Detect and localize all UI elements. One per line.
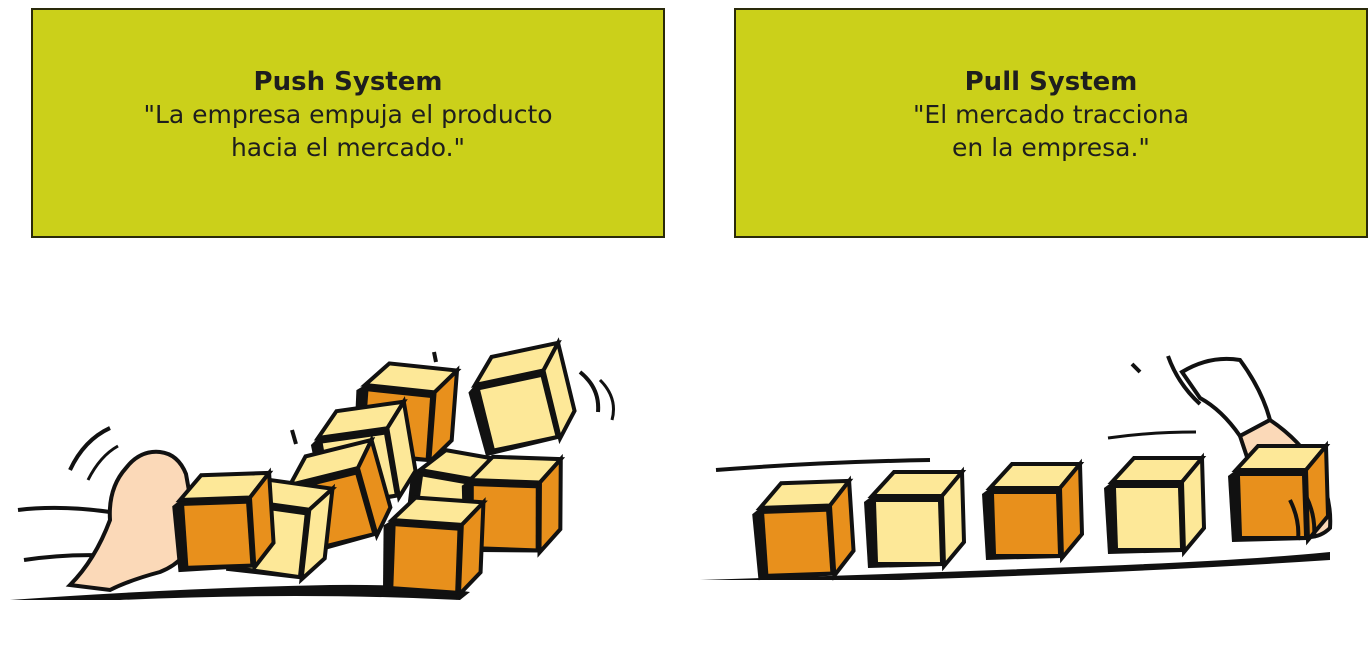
motion-line	[598, 378, 615, 421]
push-illustration	[10, 340, 615, 601]
cube	[980, 462, 1084, 562]
pull-system-box: Pull System "El mercado tracciona en la …	[734, 8, 1368, 238]
motion-line	[1107, 430, 1197, 440]
finger-lines	[1288, 495, 1317, 541]
motion-line	[68, 426, 111, 471]
cube	[751, 481, 854, 580]
motion-line	[578, 370, 601, 413]
pull-illustration	[700, 355, 1333, 580]
motion-line	[432, 351, 438, 363]
cube	[376, 493, 488, 601]
motion-line	[1130, 362, 1142, 374]
push-system-text-line-2: hacia el mercado."	[230, 133, 466, 162]
motion-line	[86, 444, 119, 481]
push-system-box: Push System "La empresa empuja el produc…	[31, 8, 665, 238]
motion-line	[17, 505, 111, 514]
pushing-hand	[65, 449, 199, 593]
motion-line	[1166, 355, 1202, 406]
motion-line	[290, 429, 298, 445]
cube	[460, 340, 582, 460]
cube	[862, 470, 966, 570]
push-system-text-line-1: "La empresa empuja el producto	[143, 100, 553, 129]
pull-system-title: Pull System	[964, 67, 1138, 97]
pull-system-text-line-2: en la empresa."	[952, 133, 1150, 162]
sleeve	[1179, 356, 1273, 439]
cube	[1102, 456, 1206, 556]
pull-system-text-line-1: "El mercado tracciona	[912, 100, 1190, 129]
ground-shadow	[10, 584, 470, 600]
push-system-title: Push System	[253, 67, 443, 97]
motion-line	[715, 458, 931, 472]
ground-shadow	[700, 552, 1330, 580]
